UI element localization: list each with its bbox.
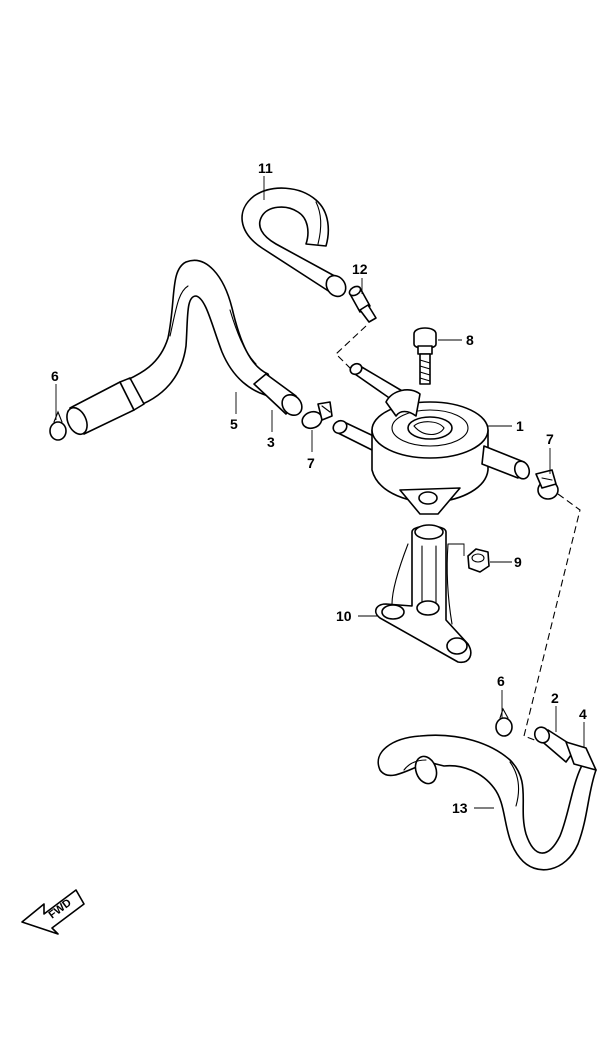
callout-labels: 11 12 8 1 7 6 5 3 7 9 10 6 2 4 13 (51, 160, 587, 816)
callout-1: 1 (516, 418, 524, 434)
part-6-clip-left (49, 410, 67, 441)
part-6-clip-lower (495, 707, 513, 737)
part-9-nut (467, 548, 490, 573)
callout-6-left: 6 (51, 368, 59, 384)
callout-leaders (55, 176, 585, 809)
callout-7-right: 7 (546, 431, 554, 447)
part-1-fuel-filter (332, 362, 531, 515)
callout-5: 5 (230, 416, 238, 432)
part-8-bolt (413, 327, 437, 385)
part-4-hose-end (565, 741, 597, 771)
routing-lines (335, 325, 581, 743)
callout-12: 12 (352, 261, 368, 277)
callout-3: 3 (267, 434, 275, 450)
fwd-arrow-icon: FWD (21, 889, 85, 935)
part-10-bracket (374, 524, 472, 664)
part-3-hose-end (253, 373, 303, 417)
callout-10: 10 (336, 608, 352, 624)
callout-7-left: 7 (307, 455, 315, 471)
part-7-clamp-right (535, 469, 559, 500)
part-12-fitting (348, 285, 377, 323)
callout-2: 2 (551, 690, 559, 706)
callout-8: 8 (466, 332, 474, 348)
part-7-clamp-left (301, 401, 333, 430)
callout-6-lower: 6 (497, 673, 505, 689)
part-13-hose (377, 734, 597, 871)
part-11-hose (241, 187, 347, 298)
part-6-clip-left-end (66, 377, 145, 436)
callout-4: 4 (579, 706, 587, 722)
callout-13: 13 (452, 800, 468, 816)
part-5-hose (117, 259, 279, 409)
callout-9: 9 (514, 554, 522, 570)
callout-11: 11 (258, 160, 273, 176)
